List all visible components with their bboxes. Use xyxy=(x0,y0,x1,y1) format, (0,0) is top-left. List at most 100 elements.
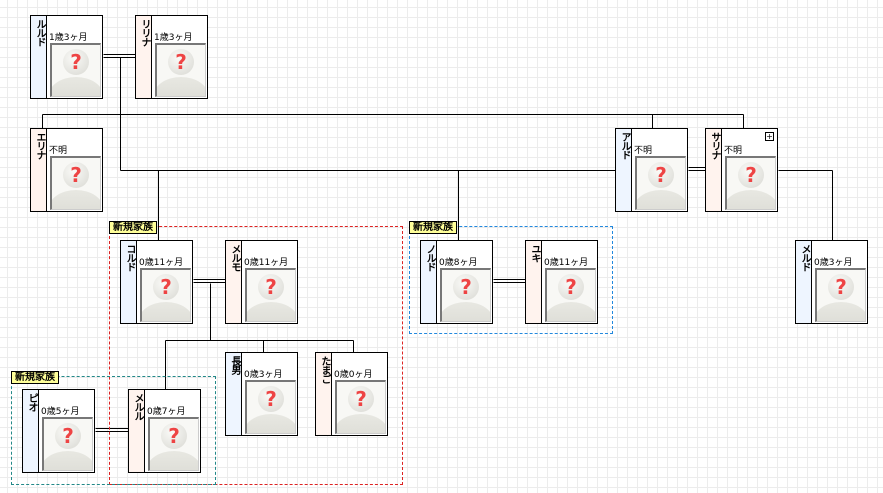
avatar-body xyxy=(150,451,198,470)
question-mark-icon: ? xyxy=(168,424,180,448)
avatar-head xyxy=(828,274,854,300)
person-name: メルド xyxy=(796,241,812,323)
person-name: アルド xyxy=(616,129,632,211)
avatar-body xyxy=(442,302,490,321)
question-mark-icon: ? xyxy=(460,275,472,299)
person-name: エリナ xyxy=(31,129,47,211)
avatar-head xyxy=(258,274,284,300)
unknown-avatar-icon[interactable]: ? xyxy=(42,417,93,471)
person-name: ユキ xyxy=(526,241,542,323)
person-name: リリナ xyxy=(136,16,152,98)
avatar-head xyxy=(648,162,674,188)
avatar-head xyxy=(168,49,194,75)
question-mark-icon: ? xyxy=(175,50,187,74)
avatar-body xyxy=(142,302,190,321)
question-mark-icon: ? xyxy=(355,387,367,411)
avatar-head xyxy=(161,423,187,449)
person-age: 不明 xyxy=(724,146,743,156)
avatar-body xyxy=(337,414,385,433)
family-group[interactable]: 新規家族 xyxy=(11,371,216,485)
question-mark-icon: ? xyxy=(265,387,277,411)
unknown-avatar-icon[interactable]: ? xyxy=(335,380,386,434)
avatar-body xyxy=(817,302,865,321)
person-name: 長男 xyxy=(226,353,242,435)
person-name: メルル xyxy=(129,390,145,472)
expand-icon[interactable]: + xyxy=(765,132,774,141)
avatar-head xyxy=(738,162,764,188)
person-card-sarina[interactable]: サリナ不明? + xyxy=(705,128,778,212)
avatar-body xyxy=(52,77,100,96)
unknown-avatar-icon[interactable]: ? xyxy=(140,268,191,322)
person-age: 0歳3ヶ月 xyxy=(244,370,283,380)
family-group-label[interactable]: 新規家族 xyxy=(109,221,157,234)
question-mark-icon: ? xyxy=(62,424,74,448)
avatar-head xyxy=(348,386,374,412)
unknown-avatar-icon[interactable]: ? xyxy=(635,156,686,210)
question-mark-icon: ? xyxy=(835,275,847,299)
person-age: 0歳7ヶ月 xyxy=(147,407,186,417)
question-mark-icon: ? xyxy=(70,163,82,187)
person-name: ピオ xyxy=(23,390,39,472)
unknown-avatar-icon[interactable]: ? xyxy=(440,268,491,322)
family-group-label[interactable]: 新規家族 xyxy=(409,221,457,234)
unknown-avatar-icon[interactable]: ? xyxy=(148,417,199,471)
person-age: 0歳3ヶ月 xyxy=(814,258,853,268)
unknown-avatar-icon[interactable]: ? xyxy=(50,156,101,210)
person-age: 0歳0ヶ月 xyxy=(334,370,373,380)
avatar-body xyxy=(157,77,205,96)
person-age: 不明 xyxy=(49,146,68,156)
question-mark-icon: ? xyxy=(265,275,277,299)
unknown-avatar-icon[interactable]: ? xyxy=(545,268,596,322)
person-card-erina[interactable]: エリナ不明? xyxy=(30,128,103,212)
person-age: 0歳11ヶ月 xyxy=(244,258,289,268)
person-name: ノルド xyxy=(421,241,437,323)
person-card-arudo[interactable]: アルド不明? xyxy=(615,128,688,212)
person-name: サリナ xyxy=(706,129,722,211)
avatar-head xyxy=(55,423,81,449)
person-age: 0歳11ヶ月 xyxy=(544,258,589,268)
family-group[interactable]: 新規家族 xyxy=(109,221,403,485)
person-age: 不明 xyxy=(634,146,653,156)
person-age: 1歳3ヶ月 xyxy=(154,33,193,43)
unknown-avatar-icon[interactable]: ? xyxy=(245,268,296,322)
unknown-avatar-icon[interactable]: ? xyxy=(155,43,206,97)
avatar-body xyxy=(247,302,295,321)
avatar-head xyxy=(453,274,479,300)
person-name: ルルド xyxy=(31,16,47,98)
avatar-head xyxy=(153,274,179,300)
family-group[interactable]: 新規家族 xyxy=(409,221,613,334)
avatar-head xyxy=(558,274,584,300)
person-age: 0歳8ヶ月 xyxy=(439,258,478,268)
person-name: コルド xyxy=(121,241,137,323)
avatar-head xyxy=(63,49,89,75)
avatar-body xyxy=(44,451,92,470)
avatar-body xyxy=(637,190,685,209)
avatar-body xyxy=(52,190,100,209)
unknown-avatar-icon[interactable]: ? xyxy=(815,268,866,322)
question-mark-icon: ? xyxy=(565,275,577,299)
question-mark-icon: ? xyxy=(745,163,757,187)
question-mark-icon: ? xyxy=(70,50,82,74)
family-group-label[interactable]: 新規家族 xyxy=(11,371,59,384)
unknown-avatar-icon[interactable]: ? xyxy=(245,380,296,434)
question-mark-icon: ? xyxy=(160,275,172,299)
person-age: 1歳3ヶ月 xyxy=(49,33,88,43)
question-mark-icon: ? xyxy=(655,163,667,187)
person-name: たまご xyxy=(316,353,332,435)
unknown-avatar-icon[interactable]: ? xyxy=(50,43,101,97)
avatar-body xyxy=(247,414,295,433)
avatar-body xyxy=(727,190,775,209)
avatar-head xyxy=(63,162,89,188)
unknown-avatar-icon[interactable]: ? xyxy=(725,156,776,210)
